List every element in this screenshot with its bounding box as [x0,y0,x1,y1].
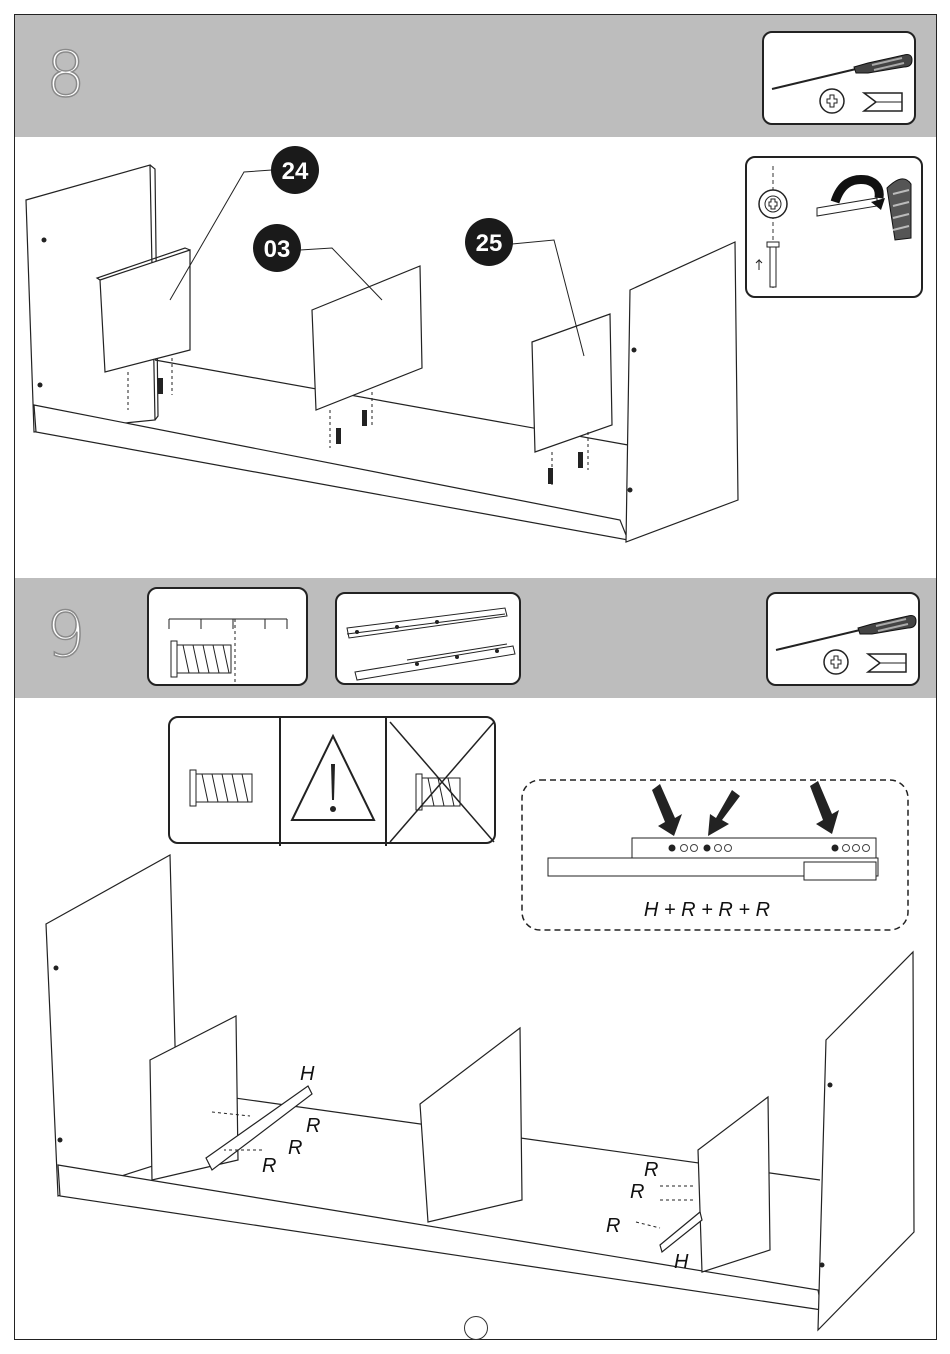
panel-03-9 [420,1028,522,1222]
hardware-label-r: R [630,1181,644,1203]
hardware-label-h: H [674,1251,689,1273]
part-label-03: 03 [253,224,301,272]
hardware-label-r: R [606,1215,620,1237]
page-number [464,1316,488,1340]
part-03-text: 03 [264,236,291,263]
hardware-label-r: R [262,1155,276,1177]
hardware-label-h: H [300,1063,315,1085]
hardware-label-r: R [644,1159,658,1181]
slide-right [660,1212,702,1252]
arrow-icon [652,781,839,836]
part-25-text: 25 [476,230,503,257]
part-24-text: 24 [282,158,309,185]
hardware-label-r: R [288,1137,302,1159]
hardware-formula: H + R + R + R [622,899,792,922]
slide-detail [548,838,878,880]
panel-03 [312,266,422,410]
part-label-25: 25 [465,218,513,266]
panel-25-9 [698,1097,770,1272]
right-side-panel [626,242,738,542]
panel-25 [532,314,612,452]
part-label-24: 24 [271,146,319,194]
right-side-panel-9 [818,952,914,1330]
hardware-label-r: R [306,1115,320,1137]
